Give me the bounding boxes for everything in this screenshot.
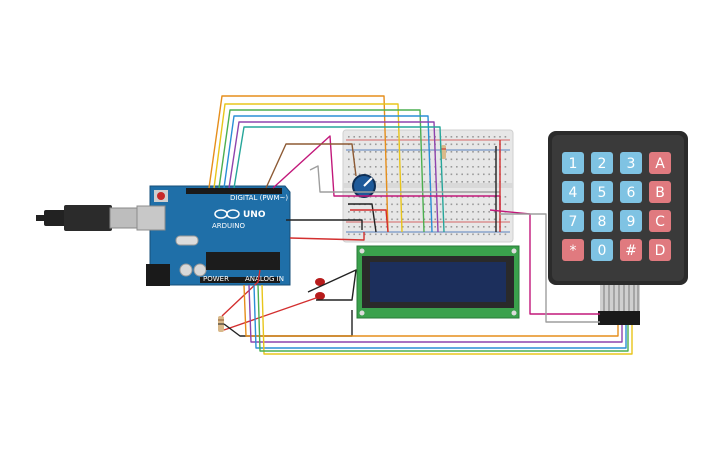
wire-black-bb[interactable]	[348, 203, 377, 233]
keypad-key-5[interactable]: 5	[591, 181, 613, 203]
wire-red-led-2[interactable]	[223, 297, 317, 331]
keypad-key-label: 3	[627, 156, 636, 172]
keypad-key-label: *	[570, 243, 577, 259]
wire-brown[interactable]	[265, 143, 357, 189]
keypad-key-7[interactable]: 7	[562, 210, 584, 232]
keypad-key-a[interactable]: A	[649, 152, 671, 174]
arduino-brand-label: ARDUINO	[212, 222, 245, 230]
digital-label: DIGITAL (PWM~)	[230, 194, 288, 202]
keypad-key-label: A	[655, 156, 665, 172]
keypad-key-1[interactable]: 1	[562, 152, 584, 174]
keypad-key-label: 0	[598, 243, 607, 259]
wire-black-mid[interactable]	[286, 219, 363, 230]
red-led-1[interactable]	[315, 278, 325, 286]
wire-orange-top[interactable]	[208, 95, 389, 233]
keypad-key-label: 2	[598, 156, 607, 172]
power-label: POWER	[203, 275, 229, 283]
keypad-key-hash[interactable]: #	[620, 239, 642, 261]
keypad-key-label: 7	[569, 214, 578, 230]
analog-label: ANALOG IN	[245, 275, 284, 283]
wire-yellow-top[interactable]	[213, 103, 403, 233]
keypad-key-label: 5	[598, 185, 607, 201]
wire-yellow-bottom[interactable]	[261, 284, 633, 355]
keypad-key-label: 8	[598, 214, 607, 230]
keypad-key-9[interactable]: 9	[620, 210, 642, 232]
arduino-uno-board[interactable]: UNO ARDUINO POWER ANALOG IN DIGITAL (PWM…	[36, 185, 291, 286]
wire-red-bb[interactable]	[350, 209, 389, 233]
wire-black-led[interactable]	[307, 269, 357, 301]
keypad-key-3[interactable]: 3	[620, 152, 642, 174]
keypad-key-8[interactable]: 8	[591, 210, 613, 232]
keypad-key-d[interactable]: D	[649, 239, 671, 261]
keypad-key-0[interactable]: 0	[591, 239, 613, 261]
keypad-key-label: #	[625, 243, 637, 259]
wire-red-led[interactable]	[221, 269, 261, 317]
wire-cyan-top[interactable]	[233, 126, 445, 233]
keypad-key-c[interactable]: C	[649, 210, 671, 232]
wire-purple-bottom[interactable]	[248, 284, 623, 343]
keypad-key-2[interactable]: 2	[591, 152, 613, 174]
keypad-key-4[interactable]: 4	[562, 181, 584, 203]
wire-red-mid[interactable]	[289, 232, 365, 241]
keypad-keys: 1 2 3 A 4 5 6 B 7 8 9 C * 0 # D	[562, 152, 671, 261]
keypad-key-star[interactable]: *	[562, 239, 584, 261]
keypad-key-label: C	[655, 214, 665, 230]
wire-grey-upper[interactable]	[309, 165, 500, 193]
atmega-chip	[206, 252, 280, 270]
keypad-key-label: 9	[627, 214, 636, 230]
lcd-screen	[370, 262, 506, 302]
keypad-key-label: 1	[569, 156, 578, 172]
keypad-key-b[interactable]: B	[649, 181, 671, 203]
lcd-16x2-module[interactable]	[356, 245, 520, 319]
potentiometer[interactable]	[352, 174, 376, 198]
keypad-key-label: 4	[569, 185, 578, 201]
keypad-4x4[interactable]: 1 2 3 A 4 5 6 B 7 8 9 C * 0 # D	[548, 131, 688, 325]
wire-magenta-keypad[interactable]	[489, 209, 600, 315]
keypad-key-label: 6	[627, 185, 636, 201]
usb-cable	[36, 215, 46, 221]
resistor-1[interactable]	[218, 316, 224, 332]
wire-green-top[interactable]	[218, 109, 425, 233]
keypad-ribbon	[598, 285, 640, 325]
keypad-key-label: D	[655, 243, 666, 259]
wire-blue-bottom[interactable]	[253, 284, 627, 349]
wire-grey-keypad[interactable]	[500, 213, 600, 323]
wire-blue-top[interactable]	[223, 115, 433, 233]
wire-orange-bottom[interactable]	[243, 284, 619, 337]
resistor-2[interactable]	[441, 145, 446, 159]
uno-model-label: UNO	[243, 210, 266, 220]
keypad-key-6[interactable]: 6	[620, 181, 642, 203]
keypad-key-label: B	[655, 185, 665, 201]
red-led-2[interactable]	[315, 292, 325, 300]
wire-green-bottom[interactable]	[257, 284, 629, 352]
wire-purple-top[interactable]	[228, 121, 439, 233]
